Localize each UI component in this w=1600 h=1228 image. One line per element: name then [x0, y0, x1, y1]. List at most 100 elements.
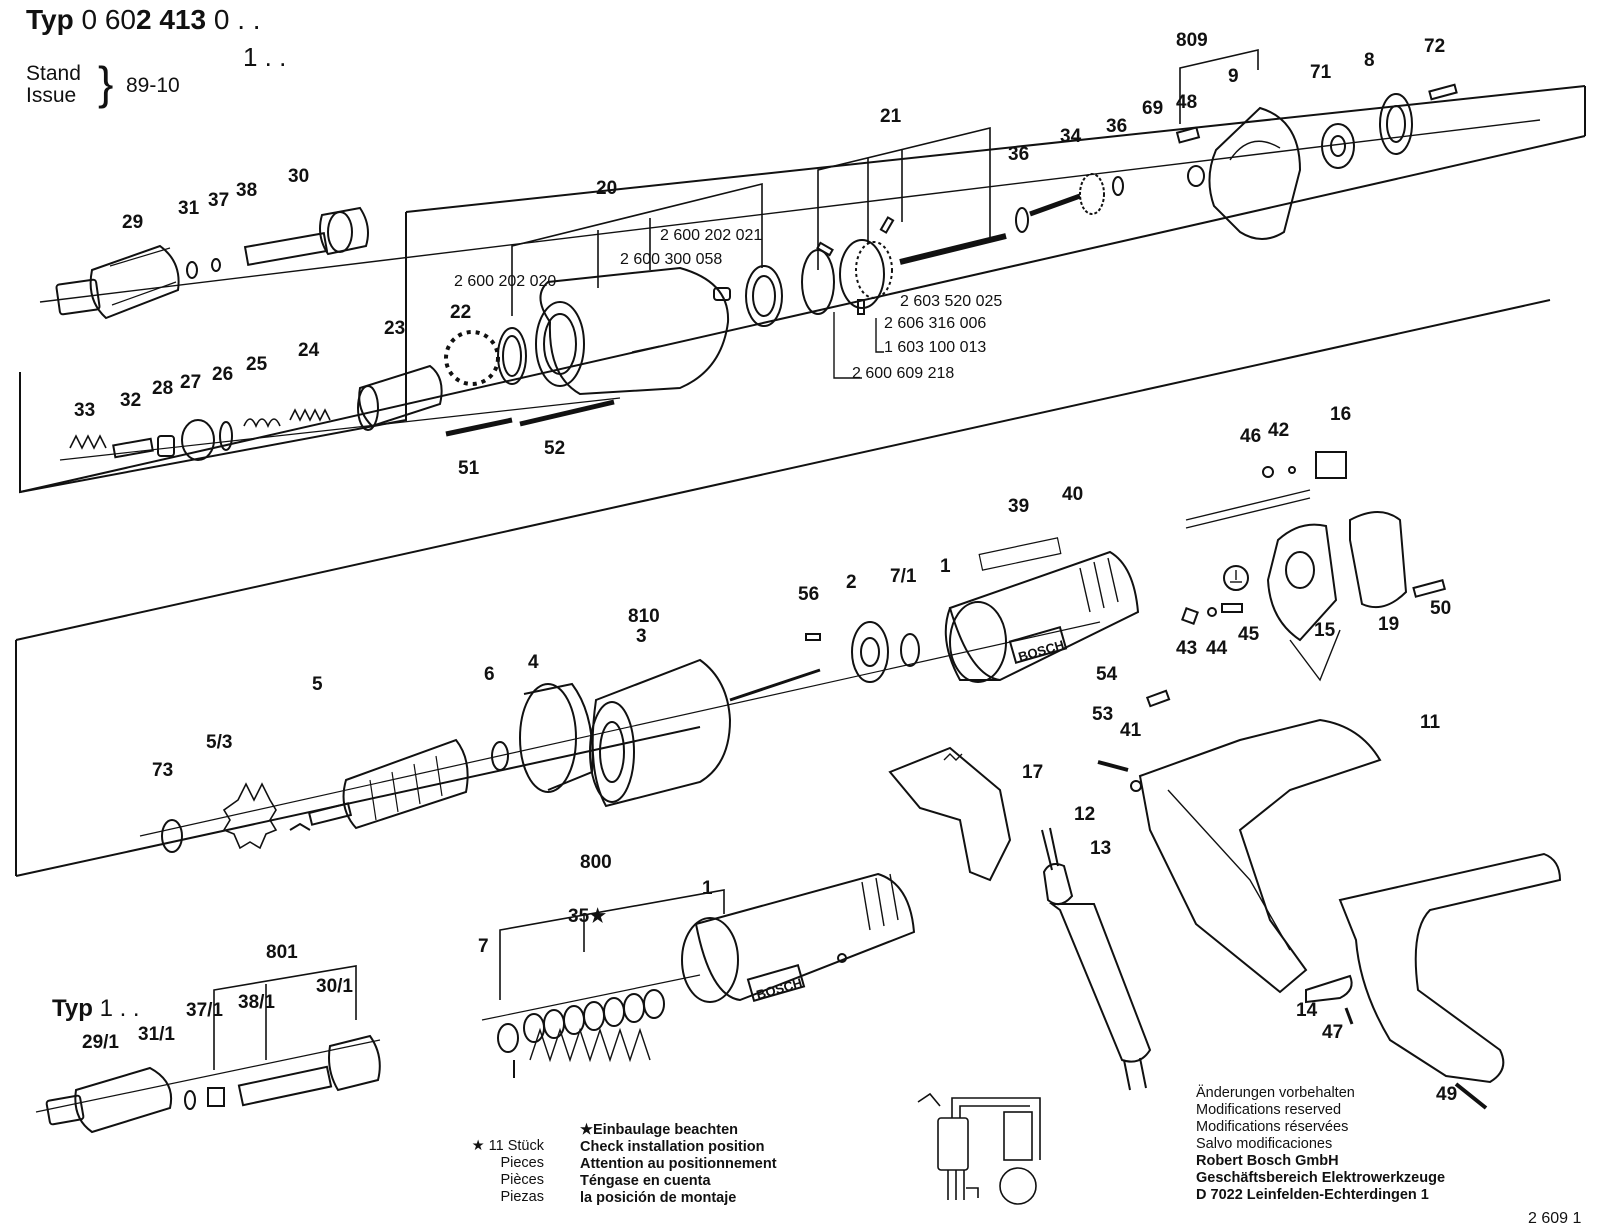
pieces-note: ★ 11 Stück Pieces Pièces Piezas [460, 1138, 544, 1206]
axis-line-variant [35, 1039, 381, 1113]
install-line-5: la posición de montaje [580, 1190, 737, 1206]
pieces-line-2: Pieces [500, 1155, 544, 1171]
callout-label: 37 [208, 190, 229, 211]
callout-label: 34 [1060, 126, 1082, 147]
spindle-30 [186, 206, 369, 279]
callout-label: 8 [1364, 50, 1375, 71]
callout-label: 5/3 [206, 732, 232, 753]
mod-line-4: Salvo modificaciones [1196, 1136, 1333, 1152]
callout-label: 5 [312, 674, 323, 695]
callout-label: 29/1 [82, 1032, 119, 1053]
callout-label: 37/1 [186, 1000, 223, 1021]
bracket-20 [511, 182, 763, 316]
callout-label: 52 [544, 438, 565, 459]
callout-label: 38 [236, 180, 257, 201]
callout-label: 2 603 520 025 [900, 293, 1002, 310]
callout-label: 22 [450, 302, 471, 323]
callout-label: 13 [1090, 838, 1111, 859]
callout-label: 2 600 300 058 [620, 251, 722, 268]
callout-label: 42 [1268, 420, 1289, 441]
mod-line-2: Modifications reserved [1196, 1102, 1342, 1118]
callout-label: 43 [1176, 638, 1197, 659]
callout-label: 12 [1074, 804, 1095, 825]
wiring-schematic [917, 1092, 1041, 1205]
issue-date: 89-10 [126, 74, 180, 97]
install-line-3: Attention au positionnement [580, 1156, 777, 1172]
brace-glyph: } [98, 57, 114, 109]
typ-suffix: 0 . . [213, 4, 261, 35]
callout-label: 26 [212, 364, 233, 385]
callout-label: 29 [122, 212, 143, 233]
page-number: 2 609 1 [1528, 1210, 1582, 1227]
ground-terminal-43-45 [1181, 565, 1249, 625]
gear-housing-9 [1175, 106, 1302, 240]
pieces-line-1: ★ 11 Stück [471, 1138, 544, 1154]
spring-parts-24-33 [69, 408, 331, 461]
handle-half-right [1338, 852, 1562, 1110]
callout-label: 48 [1176, 92, 1197, 113]
cord-clamp-14 [1305, 974, 1354, 1025]
callout-label: 27 [180, 372, 201, 393]
callout-label: 1 603 100 013 [884, 339, 986, 356]
leader-2600609218 [833, 312, 862, 379]
typ-label: Typ [26, 4, 74, 35]
handle-half-left [1097, 718, 1382, 994]
issue-label: Issue [26, 84, 77, 107]
callout-label: 2 600 609 218 [852, 365, 954, 382]
callout-label: 53 [1092, 704, 1113, 725]
callout-label: 2 [846, 572, 857, 593]
callout-label: 36 [1106, 116, 1127, 137]
fan-cover-4 [519, 682, 594, 793]
bracket-800 [499, 889, 725, 1000]
back-cover-15-19 [1185, 451, 1447, 682]
pieces-line-3: Pièces [500, 1172, 544, 1188]
callout-label: 71 [1310, 62, 1332, 83]
variant-typ-word: Typ [52, 995, 93, 1022]
callout-label: 72 [1424, 36, 1445, 57]
callout-label: 36 [1008, 144, 1029, 165]
callout-label: 50 [1430, 598, 1451, 619]
bearing-8-71-72 [1321, 83, 1458, 169]
type-variant-line: 1 . . [243, 42, 287, 72]
piston-23 [357, 364, 443, 431]
callout-label: 1 [940, 556, 951, 577]
callout-label: 17 [1022, 762, 1043, 783]
switch-17 [888, 746, 1012, 882]
callout-label: 11 [1420, 712, 1441, 733]
bracket-809 [1179, 48, 1259, 124]
callout-label: 15 [1314, 620, 1336, 641]
variant-typ-value: 1 . . [99, 995, 140, 1022]
callout-label: 7 [478, 936, 489, 957]
callout-label: 49 [1436, 1084, 1457, 1105]
callout-label: 45 [1238, 624, 1260, 645]
install-line-2: Check installation position [580, 1139, 765, 1155]
callout-label: 73 [152, 760, 173, 781]
callout-label: 801 [266, 942, 298, 963]
callout-label: 31/1 [138, 1024, 175, 1045]
callout-label: 14 [1296, 1000, 1318, 1021]
callout-label: 30 [288, 166, 309, 187]
leader-1603100013 [875, 318, 884, 353]
gear-34 [1015, 173, 1124, 233]
typ-bold: 2 413 [135, 4, 207, 35]
company-line-1: Robert Bosch GmbH [1196, 1153, 1339, 1169]
section-1-top-line [405, 85, 1586, 213]
cable-12-13 [1041, 827, 1152, 1091]
screw-54 [1145, 689, 1171, 708]
callout-label: 6 [484, 664, 495, 685]
callout-label: 3 [636, 626, 647, 647]
callout-label: 41 [1120, 720, 1142, 741]
company-line-2: Geschäftsbereich Elektrowerkzeuge [1196, 1170, 1446, 1186]
armature-5 [289, 738, 509, 831]
axis-line-stator [481, 974, 701, 1021]
screws-51-52 [445, 399, 615, 437]
section-2-bottom-edge [15, 726, 701, 877]
section-1-long-edge [19, 135, 1586, 493]
callout-label: 24 [298, 340, 320, 361]
bearing-ring-22 [444, 330, 500, 386]
callout-label: 16 [1330, 404, 1351, 425]
stand-label: Stand [26, 62, 81, 85]
variant-typ-label: Typ 1 . . [52, 995, 140, 1023]
